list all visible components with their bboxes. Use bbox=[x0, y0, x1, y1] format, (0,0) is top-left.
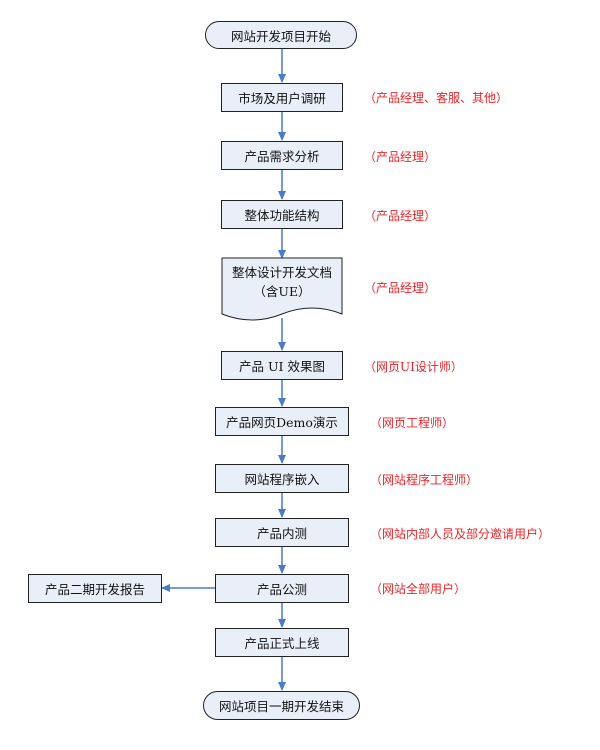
step-requirement-analysis: 产品需求分析 bbox=[221, 141, 343, 170]
step-ui-mockup: 产品 UI 效果图 bbox=[221, 351, 343, 380]
step-label: 产品网页Demo演示 bbox=[226, 415, 338, 430]
role-public-test: （网站全部用户） bbox=[370, 582, 467, 596]
role-internal-test: （网站内部人员及部分邀请用户） bbox=[370, 527, 551, 541]
step-public-test: 产品公测 bbox=[215, 574, 349, 603]
step-label: 网站程序嵌入 bbox=[244, 472, 320, 487]
role-program-embed: （网站程序工程师） bbox=[370, 473, 479, 487]
step-label: 产品内测 bbox=[256, 526, 307, 541]
step-label: 市场及用户调研 bbox=[238, 91, 326, 106]
role-demo: （网页工程师） bbox=[370, 416, 455, 430]
document-shape bbox=[221, 257, 343, 321]
role-function-structure: （产品经理） bbox=[364, 209, 437, 223]
step-design-document: 整体设计开发文档 （含UE） bbox=[222, 263, 342, 301]
step-label: 产品公测 bbox=[256, 582, 307, 597]
role-market-research: （产品经理、客服、其他） bbox=[364, 91, 509, 105]
step-label-line1: 整体设计开发文档 bbox=[231, 265, 332, 280]
role-requirement-analysis: （产品经理） bbox=[364, 150, 437, 164]
step-label: 整体功能结构 bbox=[244, 208, 320, 223]
step-official-launch: 产品正式上线 bbox=[215, 628, 349, 657]
step-label: 产品 UI 效果图 bbox=[239, 359, 325, 374]
step-label-line2: （含UE） bbox=[253, 284, 311, 299]
role-design-document: （产品经理） bbox=[364, 281, 437, 295]
step-market-research: 市场及用户调研 bbox=[221, 83, 343, 112]
step-internal-test: 产品内测 bbox=[215, 518, 349, 547]
step-label: 产品需求分析 bbox=[244, 149, 320, 164]
side-output-report: 产品二期开发报告 bbox=[28, 574, 162, 603]
step-demo: 产品网页Demo演示 bbox=[215, 407, 349, 436]
end-terminal: 网站项目一期开发结束 bbox=[203, 691, 360, 720]
start-terminal: 网站开发项目开始 bbox=[205, 21, 357, 49]
end-label: 网站项目一期开发结束 bbox=[218, 699, 344, 714]
side-output-label: 产品二期开发报告 bbox=[44, 582, 145, 597]
step-program-embed: 网站程序嵌入 bbox=[215, 464, 349, 493]
start-label: 网站开发项目开始 bbox=[230, 28, 331, 44]
role-ui-mockup: （网页UI设计师） bbox=[364, 360, 463, 374]
step-label: 产品正式上线 bbox=[244, 636, 320, 651]
step-function-structure: 整体功能结构 bbox=[221, 200, 343, 229]
